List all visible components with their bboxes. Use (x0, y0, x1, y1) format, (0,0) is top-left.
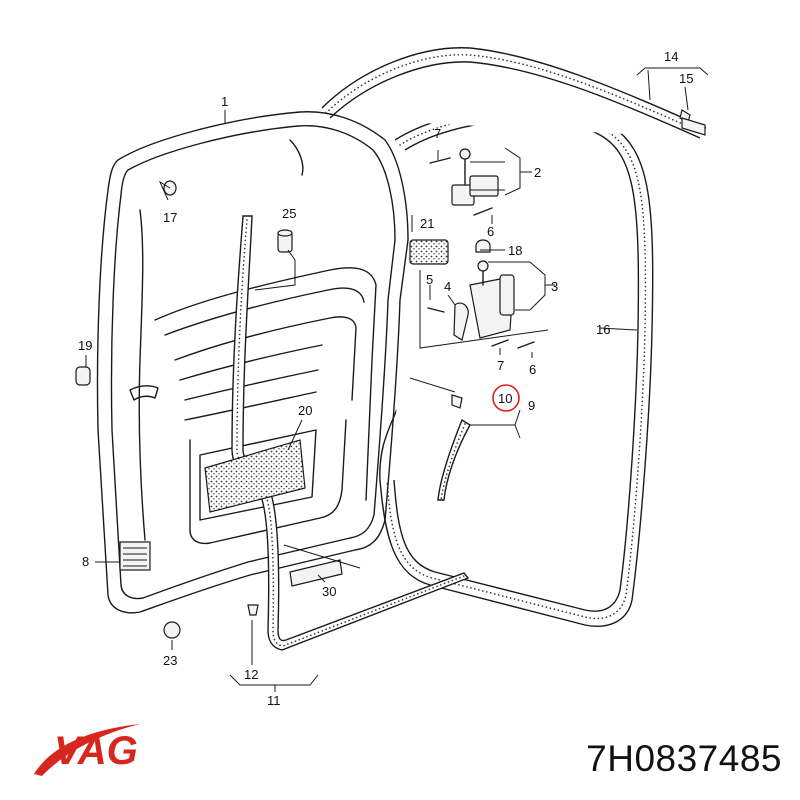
callout-2: 2 (534, 165, 541, 180)
callout-10: 10 (498, 391, 512, 406)
window-clip (277, 229, 293, 253)
insulation-panel (204, 439, 306, 513)
logo-text: VAG (54, 729, 138, 773)
label-plate (289, 559, 343, 587)
callout-8: 8 (82, 554, 89, 569)
callout-18: 18 (508, 243, 522, 258)
callout-1: 1 (221, 94, 228, 109)
callout-25: 25 (282, 206, 296, 221)
hinge-cap (475, 239, 491, 253)
lower-hinge (427, 260, 535, 349)
leader-lines (85, 67, 709, 692)
callout-17: 17 (163, 210, 177, 225)
callout-12: 12 (244, 667, 258, 682)
vent-grille (119, 541, 151, 571)
callout-19: 19 (78, 338, 92, 353)
callout-4: 4 (444, 279, 451, 294)
callout-11: 11 (267, 693, 281, 708)
pillar-seal (437, 418, 471, 501)
highlight-ring (492, 384, 520, 412)
callout-3: 3 (551, 279, 558, 294)
logo-swoosh (34, 724, 140, 776)
callout-14: 14 (664, 49, 678, 64)
callout-9: 9 (528, 398, 535, 413)
callout-7-upper: 7 (434, 126, 441, 141)
outer-door-seal (379, 106, 654, 627)
callout-16: 16 (596, 322, 610, 337)
callout-20: 20 (298, 403, 312, 418)
callout-15: 15 (679, 71, 693, 86)
door-shell (96, 111, 409, 614)
callout-21: 21 (420, 216, 434, 231)
callout-6-upper: 6 (487, 224, 494, 239)
callout-5: 5 (426, 272, 433, 287)
callout-23: 23 (163, 653, 177, 668)
callout-6-lower: 6 (529, 362, 536, 377)
callout-30: 30 (322, 584, 336, 599)
vag-logo: VAG (34, 724, 140, 776)
callout-labels: 1 2 3 4 5 6 6 7 7 8 9 10 11 12 14 15 16 … (78, 49, 693, 708)
callout-7-lower: 7 (497, 358, 504, 373)
part-number: 7H0837485 (586, 738, 782, 779)
roof-seal-strip (321, 47, 707, 139)
upper-hinge (429, 148, 499, 216)
hinge-trim (409, 239, 449, 265)
